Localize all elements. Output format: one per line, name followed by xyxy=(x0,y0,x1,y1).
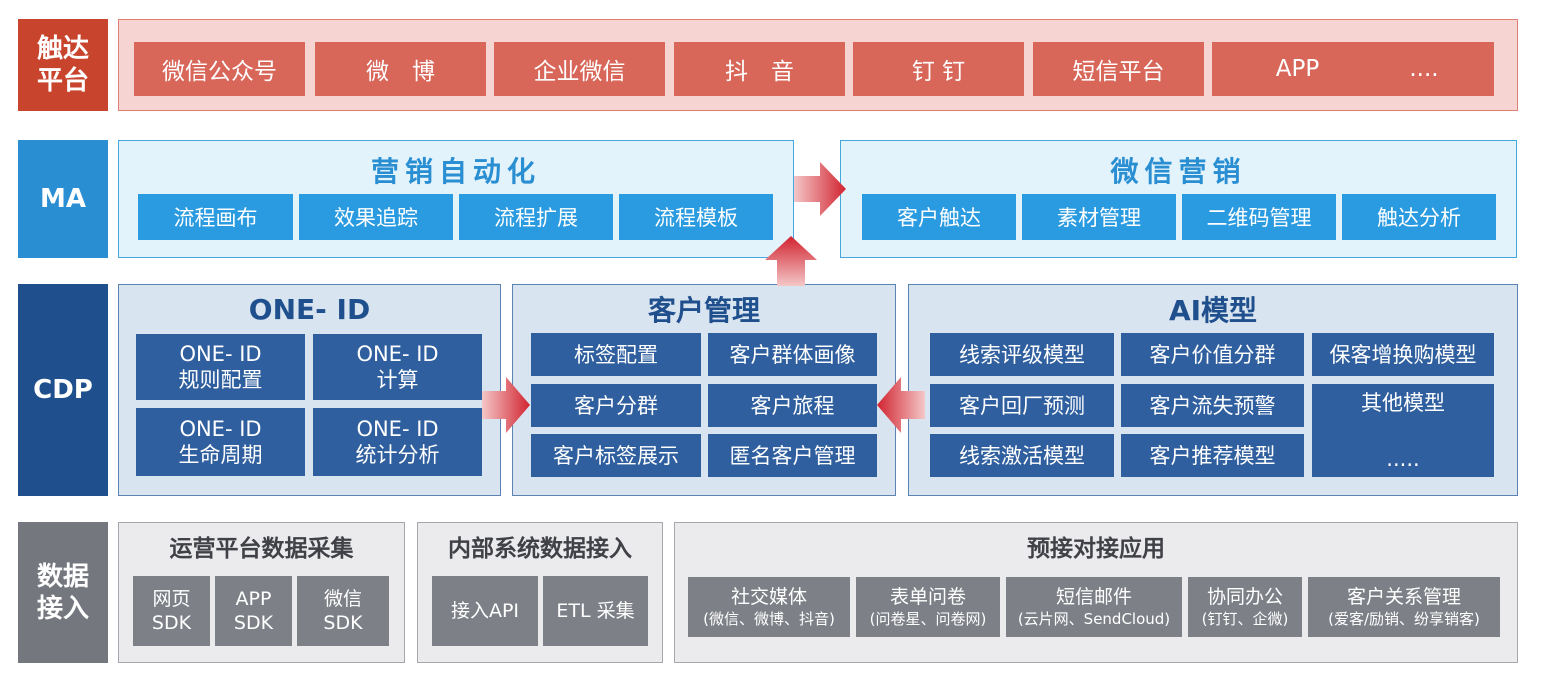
ma-box-flow-extension: 流程扩展 xyxy=(459,194,613,240)
data-prebuilt-social: 社交媒体 (微信、微博、抖音) xyxy=(688,577,850,637)
ma-box-flow-template: 流程模板 xyxy=(619,194,773,240)
cdp-oneid-lifecycle: ONE- ID 生命周期 xyxy=(136,408,305,476)
touch-item-wechat-official: 微信公众号 xyxy=(134,42,305,96)
cdp-customer-journey: 客户旅程 xyxy=(708,384,877,427)
cdp-customer-title: 客户管理 xyxy=(647,294,760,327)
cdp-oneid-statistics: ONE- ID 统计分析 xyxy=(313,408,482,476)
data-ops-web-sdk: 网页 SDK xyxy=(133,576,210,646)
cdp-customer-anonymous: 匿名客户管理 xyxy=(708,434,877,477)
ma-box-flow-canvas: 流程画布 xyxy=(138,194,293,240)
cdp-ai-return-forecast: 客户回厂预测 xyxy=(930,384,1114,427)
cdp-ai-more: ..... xyxy=(1386,447,1420,471)
cdp-customer-group-portrait: 客户群体画像 xyxy=(708,333,877,376)
cdp-ai-churn-warning: 客户流失预警 xyxy=(1121,384,1304,427)
ma-box-customer-reach: 客户触达 xyxy=(862,194,1016,240)
cdp-ai-retention-upgrade: 保客增换购模型 xyxy=(1312,333,1494,376)
data-prebuilt-forms-name: 表单问卷 xyxy=(889,586,966,608)
touch-item-douyin: 抖 音 xyxy=(674,42,845,96)
ma-box-effect-tracking: 效果追踪 xyxy=(299,194,453,240)
ma-box-reach-analysis: 触达分析 xyxy=(1342,194,1496,240)
data-prebuilt-collab-name: 协同办公 xyxy=(1206,586,1283,608)
cdp-customer-tag-display: 客户标签展示 xyxy=(531,434,701,477)
layer-label-ma: MA xyxy=(18,140,108,258)
data-prebuilt-social-name: 社交媒体 xyxy=(730,586,807,608)
touch-item-more: .... xyxy=(1354,42,1494,96)
data-prebuilt-crm-name: 客户关系管理 xyxy=(1346,586,1461,608)
cdp-ai-lead-activation: 线索激活模型 xyxy=(930,434,1114,477)
cdp-customer-segmentation: 客户分群 xyxy=(531,384,701,427)
data-prebuilt-collab-sub: (钉钉、企微) xyxy=(1201,610,1289,628)
cdp-ai-lead-rating: 线索评级模型 xyxy=(930,333,1114,376)
touch-item-sms: 短信平台 xyxy=(1033,42,1204,96)
ma-box-qrcode-management: 二维码管理 xyxy=(1182,194,1336,240)
cdp-ai-other-label: 其他模型 xyxy=(1361,391,1445,415)
data-prebuilt-forms: 表单问卷 (问卷星、问卷网) xyxy=(856,577,1000,637)
layer-label-touch: 触达 平台 xyxy=(18,19,108,111)
data-internal-title: 内部系统数据接入 xyxy=(448,536,632,562)
touch-item-wecom: 企业微信 xyxy=(494,42,665,96)
arrow-right-ma xyxy=(794,162,846,216)
data-prebuilt-sms-email-name: 短信邮件 xyxy=(1055,586,1132,608)
cdp-ai-title: AI模型 xyxy=(1168,294,1258,327)
layer-label-cdp: CDP xyxy=(18,284,108,496)
cdp-ai-value-segment: 客户价值分群 xyxy=(1121,333,1304,376)
cdp-oneid-title: ONE- ID xyxy=(248,292,371,326)
layer-label-data: 数据 接入 xyxy=(18,522,108,663)
data-prebuilt-crm: 客户关系管理 (爱客/励销、纷享销客) xyxy=(1308,577,1500,637)
data-prebuilt-title: 预接对接应用 xyxy=(1027,536,1165,562)
data-prebuilt-social-sub: (微信、微博、抖音) xyxy=(703,610,835,628)
touch-item-weibo: 微 博 xyxy=(315,42,486,96)
data-ops-title: 运营平台数据采集 xyxy=(169,536,354,562)
touch-item-dingtalk: 钉 钉 xyxy=(853,42,1024,96)
arrow-up-cdp-ma xyxy=(765,236,817,286)
data-prebuilt-forms-sub: (问卷星、问卷网) xyxy=(869,610,987,628)
data-prebuilt-collab: 协同办公 (钉钉、企微) xyxy=(1188,577,1302,637)
data-internal-api: 接入API xyxy=(432,576,538,646)
data-ops-wechat-sdk: 微信 SDK xyxy=(297,576,389,646)
cdp-ai-other-models: 其他模型 ..... xyxy=(1312,384,1494,477)
data-prebuilt-sms-email: 短信邮件 (云片网、SendCloud) xyxy=(1006,577,1182,637)
data-prebuilt-crm-sub: (爱客/励销、纷享销客) xyxy=(1328,610,1480,628)
data-internal-etl: ETL 采集 xyxy=(543,576,648,646)
cdp-ai-recommendation: 客户推荐模型 xyxy=(1121,434,1304,477)
arrow-right-oneid-customer xyxy=(482,377,530,433)
ma-wechat-title: 微信营销 xyxy=(1110,155,1247,188)
data-prebuilt-sms-email-sub: (云片网、SendCloud) xyxy=(1017,610,1171,628)
ma-automation-title: 营销自动化 xyxy=(370,155,541,188)
cdp-customer-tag-config: 标签配置 xyxy=(531,333,701,376)
arrow-left-ai-customer xyxy=(877,377,925,433)
cdp-oneid-compute: ONE- ID 计算 xyxy=(313,334,482,400)
cdp-oneid-rule-config: ONE- ID 规则配置 xyxy=(136,334,305,400)
data-ops-app-sdk: APP SDK xyxy=(215,576,292,646)
ma-box-material-management: 素材管理 xyxy=(1022,194,1176,240)
